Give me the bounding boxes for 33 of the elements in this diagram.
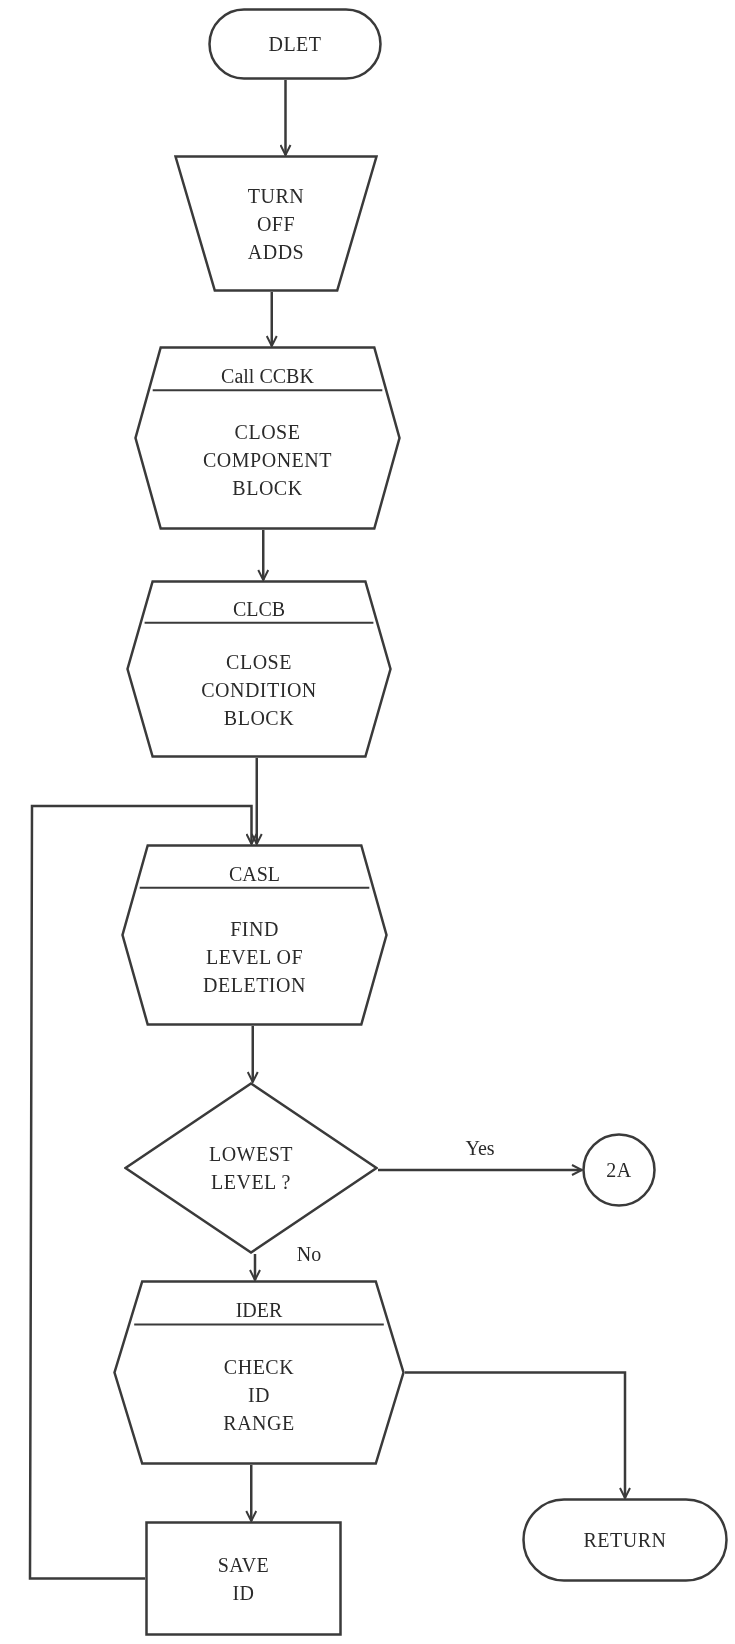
step-text: CLOSE CONDITION BLOCK xyxy=(200,650,318,732)
step-text: CLOSE COMPONENT BLOCK xyxy=(202,420,333,502)
preparation-hexagon xyxy=(121,844,388,1026)
step-text: TURN OFF ADDS xyxy=(246,183,306,265)
preparation-hexagon xyxy=(126,580,392,758)
terminal-shape xyxy=(208,8,382,80)
step-text: SAVE ID xyxy=(216,1552,271,1606)
arrow xyxy=(378,1164,583,1176)
arrow xyxy=(249,1254,261,1281)
subroutine-name: CLCB xyxy=(232,596,286,622)
process-box xyxy=(145,1521,342,1636)
arrow xyxy=(279,80,292,156)
arrow xyxy=(265,292,278,347)
step-text: DLET xyxy=(268,32,322,57)
step-text: RETURN xyxy=(583,1528,667,1553)
subroutine-name: CASL xyxy=(228,861,281,887)
arrow xyxy=(257,530,270,581)
step-text: FIND LEVEL OF DELETION xyxy=(202,916,307,998)
connector-circle xyxy=(582,1133,656,1207)
terminal-shape xyxy=(522,1498,728,1582)
step-text: CHECK ID RANGE xyxy=(222,1354,296,1436)
step-text: 2A xyxy=(606,1158,632,1183)
arrow xyxy=(245,1465,258,1522)
arrow xyxy=(405,1371,631,1499)
preparation-hexagon xyxy=(134,346,401,530)
preparation-hexagon xyxy=(113,1280,405,1465)
arrow xyxy=(28,804,258,1580)
arrow xyxy=(246,1026,259,1083)
step-text: LOWEST LEVEL ? xyxy=(207,1142,295,1195)
manual-operation-shape xyxy=(174,155,378,292)
subroutine-name: Call CCBK xyxy=(221,364,314,390)
subroutine-name: IDER xyxy=(235,1298,283,1324)
arrow xyxy=(250,758,263,845)
